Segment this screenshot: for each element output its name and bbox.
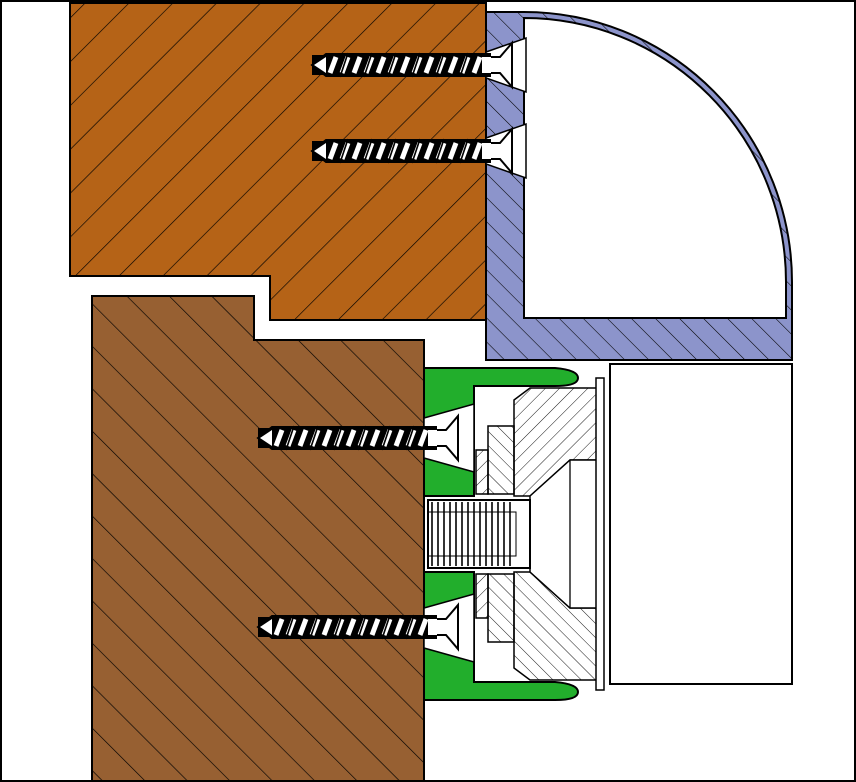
upper-timber-block xyxy=(69,2,487,321)
rectangular-cover-plate xyxy=(609,363,793,685)
rounded-aluminium-profile xyxy=(485,11,793,361)
lower-timber-block xyxy=(91,295,425,782)
threaded-bolt xyxy=(427,499,531,569)
hex-nut xyxy=(513,377,605,691)
